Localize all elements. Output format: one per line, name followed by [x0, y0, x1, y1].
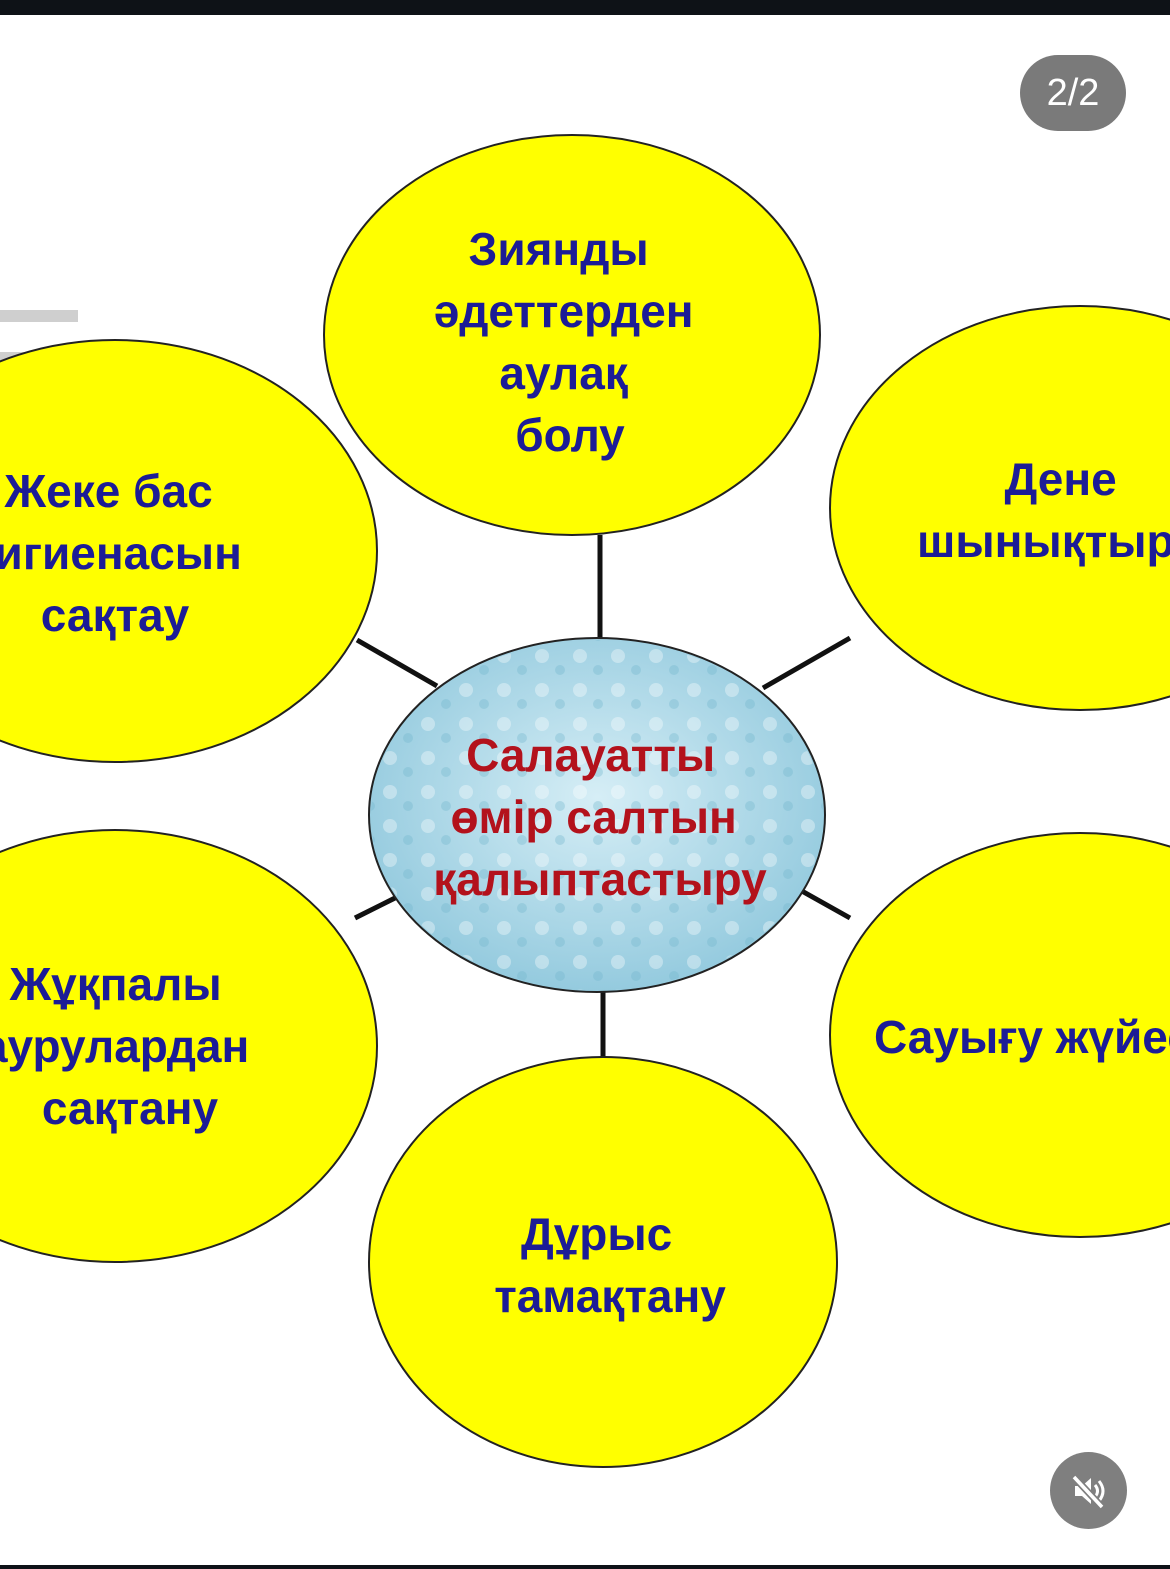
node-bottom-right-text: Сауығу жүйесі [874, 1011, 1170, 1063]
node-bottom-text: Дұрыс тамақтану [494, 1208, 726, 1322]
node-top-left-text: Жеке бас гигиенасын сақтау [0, 465, 255, 641]
connector-top-right [761, 635, 852, 691]
top-status-bar [0, 0, 1170, 15]
bubble-bottom [368, 1056, 838, 1468]
node-top-right-text: Дене шынықтыру [917, 453, 1170, 567]
bubble-bottom-right [829, 832, 1170, 1238]
slide-counter-badge: 2/2 [1020, 55, 1126, 131]
mute-button[interactable] [1050, 1452, 1127, 1529]
water-drops-texture [371, 640, 823, 990]
node-bottom-left-text: Жұқпалы аурулардан сақтану [0, 958, 262, 1134]
connector-bottom-left [353, 894, 399, 921]
bubble-top-left [0, 339, 378, 763]
node-top-text: Зиянды әдеттерден аулақ болу [434, 223, 707, 461]
blurred-fragment [0, 310, 78, 322]
bubble-top [323, 134, 821, 536]
center-text: Салауатты өмір салтын қалыптастыру [433, 729, 767, 905]
speaker-muted-icon [1070, 1474, 1105, 1509]
bubble-bottom-left [0, 829, 378, 1263]
connector-bottom-right [798, 887, 852, 921]
connector-lines [353, 535, 852, 1058]
bottom-edge-bar [0, 1565, 1170, 1569]
connector-top-left [355, 637, 439, 689]
bubble-top-right [829, 305, 1170, 711]
